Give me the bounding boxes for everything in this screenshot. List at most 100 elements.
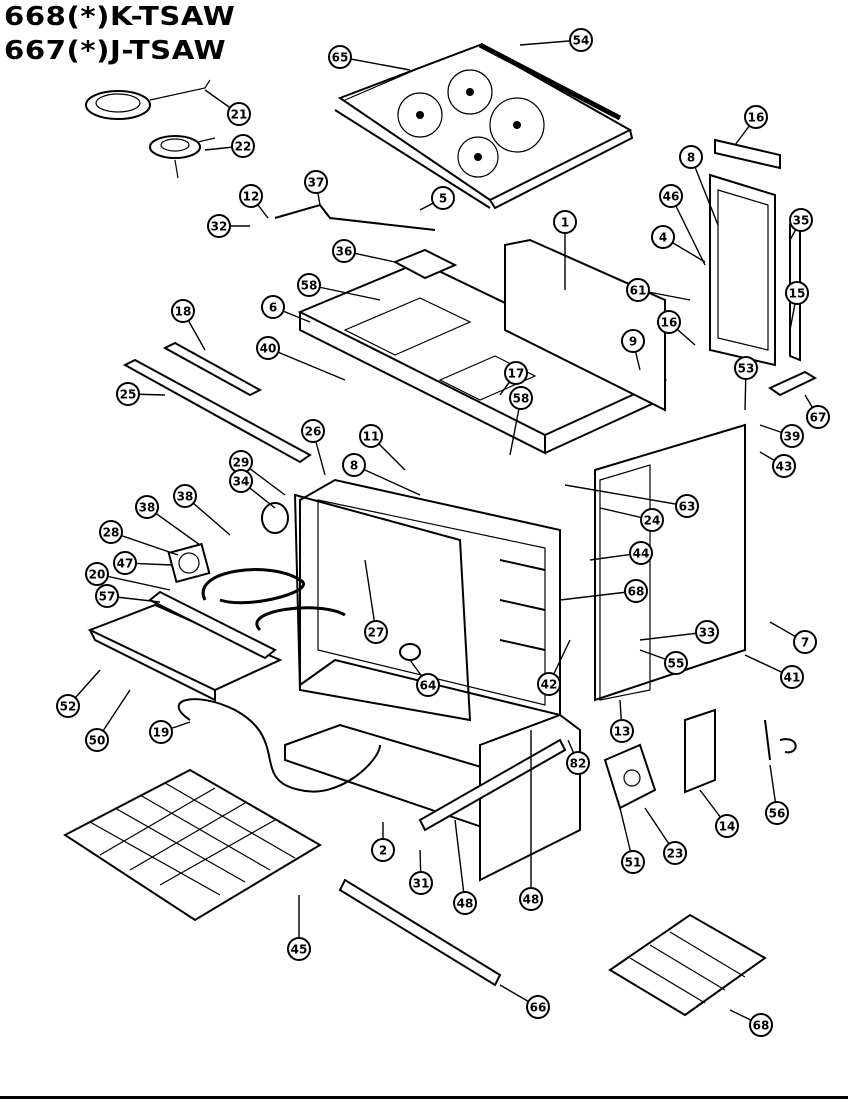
- callout-number: 19: [153, 726, 170, 740]
- callout-number: 48: [457, 897, 474, 911]
- callout-bubble: [749, 1013, 773, 1037]
- callout-bubble: [359, 424, 383, 448]
- callout-number: 41: [784, 671, 801, 685]
- part-callout-34: 34: [229, 469, 253, 493]
- callout-number: 31: [413, 877, 430, 891]
- callout-number: 7: [801, 636, 809, 650]
- callout-bubble: [675, 494, 699, 518]
- part-callout-28: 28: [99, 520, 123, 544]
- callout-bubble: [409, 871, 433, 895]
- callout-bubble: [149, 720, 173, 744]
- part-callout-8: 8: [342, 453, 366, 477]
- part-callout-41: 41: [780, 665, 804, 689]
- callout-bubble: [342, 453, 366, 477]
- part-callout-20: 20: [85, 562, 109, 586]
- part-callout-18: 18: [171, 299, 195, 323]
- part-callout-25: 25: [116, 382, 140, 406]
- callout-bubble: [651, 225, 675, 249]
- callout-number: 63: [679, 500, 696, 514]
- callout-bubble: [371, 838, 395, 862]
- part-callout-65: 65: [328, 45, 352, 69]
- callout-bubble: [793, 630, 817, 654]
- part-callout-54: 54: [569, 28, 593, 52]
- callout-number: 36: [336, 245, 353, 259]
- callout-number: 50: [89, 734, 106, 748]
- callout-leader: [454, 819, 466, 904]
- callout-leader: [690, 156, 719, 226]
- part-callout-39: 39: [780, 424, 804, 448]
- part-callouts: 1245678891112131415161617181920212223242…: [56, 28, 830, 1037]
- callout-bubble: [116, 382, 140, 406]
- callout-number: 23: [667, 847, 684, 861]
- part-callout-82: 82: [566, 751, 590, 775]
- part-callout-66: 66: [526, 995, 550, 1019]
- callout-bubble: [261, 295, 285, 319]
- callout-number: 6: [269, 301, 277, 315]
- part-callout-22: 22: [231, 134, 255, 158]
- callout-bubble: [287, 937, 311, 961]
- callout-bubble: [416, 673, 440, 697]
- callout-number: 2: [379, 844, 387, 858]
- callout-bubble: [664, 651, 688, 675]
- part-callout-29: 29: [229, 450, 253, 474]
- callout-number: 40: [260, 342, 277, 356]
- callout-number: 42: [541, 678, 558, 692]
- callout-bubble: [526, 995, 550, 1019]
- callout-bubble: [624, 579, 648, 603]
- part-callout-1: 1: [553, 210, 577, 234]
- part-callout-38: 38: [135, 495, 159, 519]
- callout-bubble: [95, 584, 119, 608]
- callout-leader: [364, 559, 377, 633]
- callout-number: 22: [235, 140, 252, 154]
- part-callout-7: 7: [793, 630, 817, 654]
- part-callout-48: 48: [453, 891, 477, 915]
- surface-element-drawing: [85, 79, 216, 179]
- part-callout-42: 42: [537, 672, 561, 696]
- callout-number: 44: [633, 547, 650, 561]
- callout-bubble: [171, 299, 195, 323]
- callout-number: 82: [570, 757, 587, 771]
- cooktop-drawing: [334, 42, 634, 210]
- part-callout-37: 37: [304, 170, 328, 194]
- callout-number: 4: [659, 231, 667, 245]
- callout-bubble: [657, 310, 681, 334]
- part-callout-11: 11: [359, 424, 383, 448]
- part-callout-8: 8: [679, 145, 703, 169]
- part-callout-47: 47: [113, 551, 137, 575]
- callout-bubble: [806, 405, 830, 429]
- callout-number: 5: [439, 192, 447, 206]
- part-callout-12: 12: [239, 184, 263, 208]
- callout-bubble: [364, 620, 388, 644]
- callout-bubble: [504, 361, 528, 385]
- callout-number: 32: [211, 220, 228, 234]
- part-callout-57: 57: [95, 584, 119, 608]
- callout-number: 53: [738, 362, 755, 376]
- callout-bubble: [629, 541, 653, 565]
- bottom-border: [0, 1096, 848, 1099]
- callout-bubble: [173, 484, 197, 508]
- part-callout-27: 27: [364, 620, 388, 644]
- part-callout-50: 50: [85, 728, 109, 752]
- callout-number: 57: [99, 590, 116, 604]
- callout-number: 24: [644, 514, 661, 528]
- callout-number: 38: [177, 490, 194, 504]
- callout-number: 13: [614, 725, 631, 739]
- part-callout-33: 33: [695, 620, 719, 644]
- callout-bubble: [659, 184, 683, 208]
- model-number-line-1: 668(*)K-TSAW: [4, 2, 236, 32]
- callout-number: 66: [530, 1001, 547, 1015]
- callout-number: 25: [120, 388, 137, 402]
- part-callout-13: 13: [610, 719, 634, 743]
- callout-number: 28: [103, 526, 120, 540]
- callout-bubble: [734, 356, 758, 380]
- callout-bubble: [231, 134, 255, 158]
- part-callout-35: 35: [789, 208, 813, 232]
- callout-bubble: [744, 105, 768, 129]
- callout-number: 11: [363, 430, 380, 444]
- part-callout-31: 31: [409, 871, 433, 895]
- callout-bubble: [297, 273, 321, 297]
- callout-bubble: [85, 562, 109, 586]
- callout-number: 47: [117, 557, 134, 571]
- callout-bubble: [715, 814, 739, 838]
